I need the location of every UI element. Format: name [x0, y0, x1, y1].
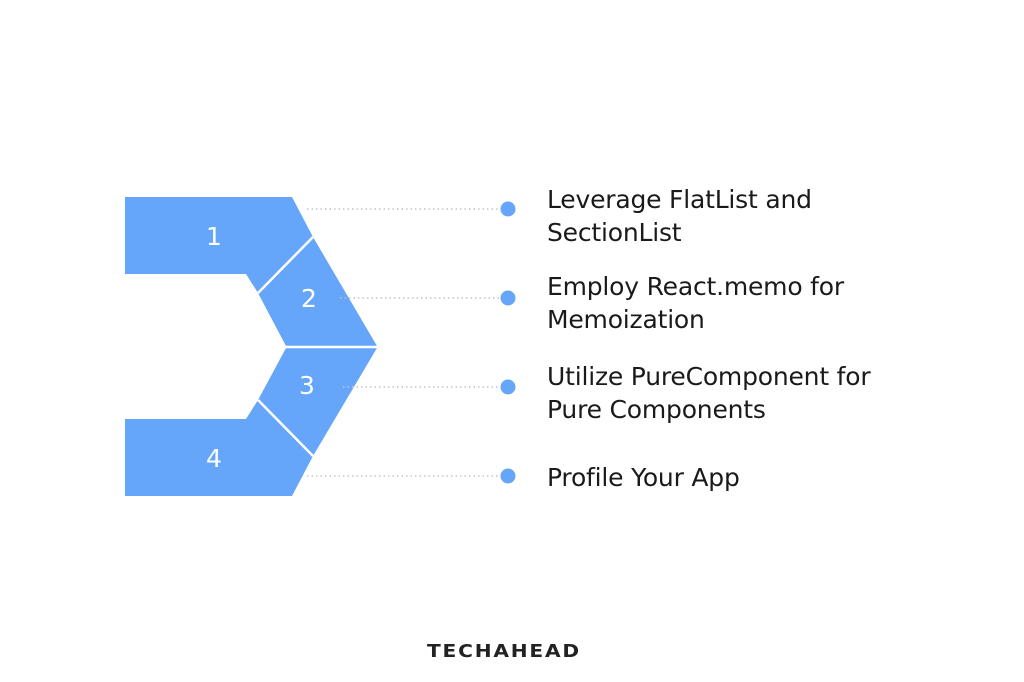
- item-1-text: Leverage FlatList and SectionList: [547, 183, 947, 249]
- bullet-dot-1: [500, 201, 516, 217]
- item-4-line-1: Profile Your App: [547, 463, 740, 492]
- item-2-text: Employ React.memo for Memoization: [547, 270, 947, 336]
- item-3-text: Utilize PureComponent for Pure Component…: [547, 360, 947, 426]
- item-1-line-2: SectionList: [547, 218, 682, 247]
- bullet-dot-3: [500, 379, 516, 395]
- segment-number-2: 2: [301, 284, 317, 313]
- item-2-line-1: Employ React.memo for: [547, 272, 844, 301]
- divider-1-2: [257, 236, 314, 294]
- segment-4: [125, 400, 313, 496]
- divider-3-4: [257, 399, 314, 457]
- item-3-line-1: Utilize PureComponent for: [547, 362, 871, 391]
- item-2-line-2: Memoization: [547, 305, 705, 334]
- bullet-dot-2: [500, 290, 516, 306]
- item-1-line-1: Leverage FlatList and: [547, 185, 812, 214]
- segment-number-3: 3: [299, 371, 315, 400]
- techahead-logo: TECHAHEAD: [427, 641, 581, 662]
- segment-1: [125, 197, 313, 293]
- segment-number-1: 1: [206, 222, 222, 251]
- item-4-text: Profile Your App: [547, 461, 947, 494]
- segment-number-4: 4: [206, 444, 222, 473]
- bullet-dot-4: [500, 468, 516, 484]
- item-3-line-2: Pure Components: [547, 395, 766, 424]
